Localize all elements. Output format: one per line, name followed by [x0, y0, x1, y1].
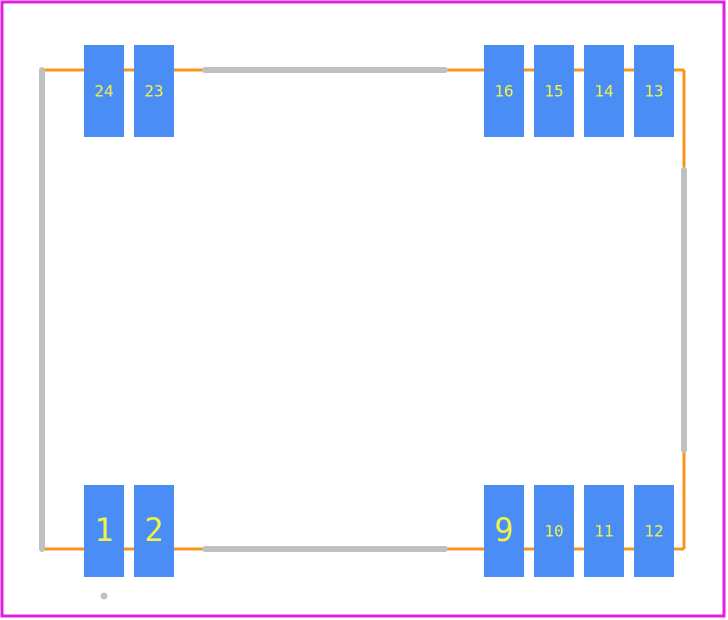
pin1-dot-icon — [100, 592, 108, 600]
pad-13-shape — [634, 45, 674, 137]
pad-9-label: 9 — [494, 511, 513, 549]
silkscreen-outline — [39, 67, 687, 552]
pad-16-label: 16 — [494, 82, 513, 101]
pad-1: 1 — [84, 485, 124, 577]
pad-24: 24 — [84, 45, 124, 137]
pad-24-shape — [84, 45, 124, 137]
pad-23-label: 23 — [144, 82, 163, 101]
pad-13-label: 13 — [644, 82, 663, 101]
pad-15: 15 — [534, 45, 574, 137]
pad-9: 9 — [484, 485, 524, 577]
pad-11: 11 — [584, 485, 624, 577]
pad-10-shape — [534, 485, 574, 577]
pad-10-label: 10 — [544, 522, 563, 541]
pad-14-label: 14 — [594, 82, 613, 101]
pad-12: 12 — [634, 485, 674, 577]
pad-11-shape — [584, 485, 624, 577]
pad-16-shape — [484, 45, 524, 137]
pad-1-label: 1 — [94, 511, 113, 549]
pad-11-label: 11 — [594, 522, 613, 541]
pad-24-label: 24 — [94, 82, 113, 101]
pad-2-shape — [134, 485, 174, 577]
courtyard-outline — [42, 68, 686, 551]
pad-14-shape — [584, 45, 624, 137]
pad-2-label: 2 — [144, 511, 163, 549]
pad-12-shape — [634, 485, 674, 577]
pad-1-shape — [84, 485, 124, 577]
pad-13: 13 — [634, 45, 674, 137]
pad-10: 10 — [534, 485, 574, 577]
pad-2: 2 — [134, 485, 174, 577]
pad-15-label: 15 — [544, 82, 563, 101]
pad-14: 14 — [584, 45, 624, 137]
pad-23: 23 — [134, 45, 174, 137]
pad-12-label: 12 — [644, 522, 663, 541]
pad-16: 16 — [484, 45, 524, 137]
pad-9-shape — [484, 485, 524, 577]
pad-15-shape — [534, 45, 574, 137]
pad-23-shape — [134, 45, 174, 137]
